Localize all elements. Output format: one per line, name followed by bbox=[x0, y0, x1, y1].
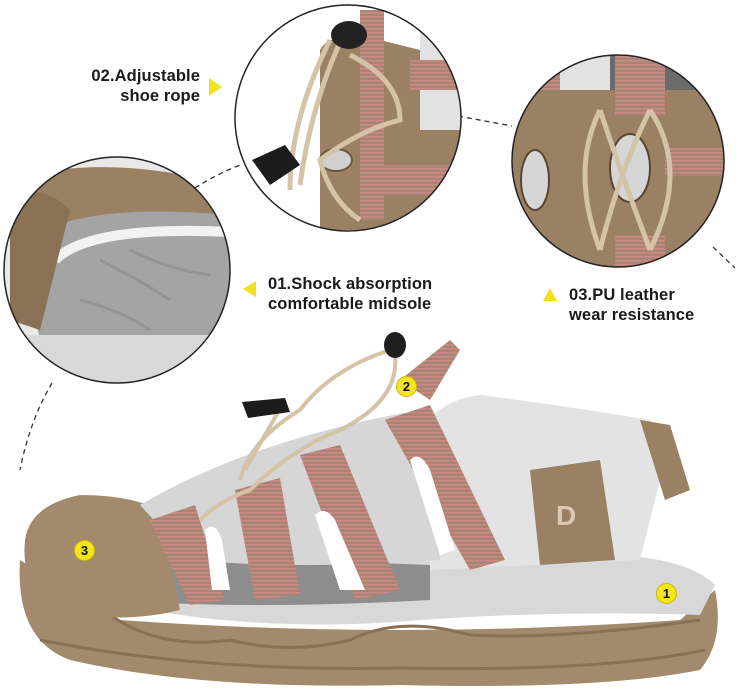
feature-label-adjustable-rope: 02.Adjustable shoe rope bbox=[82, 66, 200, 106]
detail-circle-leather bbox=[512, 55, 724, 267]
feature-subtitle: wear resistance bbox=[569, 306, 695, 324]
feature-title: 03.PU leather bbox=[569, 286, 675, 304]
circle-border bbox=[234, 4, 462, 232]
main-sandal: D bbox=[19, 332, 718, 686]
feature-subtitle: shoe rope bbox=[120, 87, 200, 105]
brand-logo: D bbox=[556, 500, 576, 531]
feature-title: 02.Adjustable bbox=[91, 67, 200, 85]
detail-circle-midsole bbox=[4, 157, 230, 383]
dashed-connectors bbox=[19, 115, 736, 471]
marker-3: 3 bbox=[74, 540, 95, 561]
circle-border bbox=[511, 54, 725, 268]
feature-title: 01.Shock absorption bbox=[268, 275, 433, 293]
feature-subtitle: comfortable midsole bbox=[268, 295, 432, 313]
circle-border bbox=[3, 156, 231, 384]
detail-circle-rope bbox=[235, 5, 461, 231]
feature-label-pu-leather: 03.PU leather wear resistance bbox=[569, 285, 694, 325]
pointer-right-icon bbox=[209, 78, 222, 96]
marker-1: 1 bbox=[656, 583, 677, 604]
marker-2: 2 bbox=[396, 376, 417, 397]
pointer-up-icon bbox=[543, 288, 557, 301]
feature-label-shock-absorption: 01.Shock absorption comfortable midsole bbox=[268, 274, 432, 314]
pointer-left-icon bbox=[243, 281, 256, 297]
